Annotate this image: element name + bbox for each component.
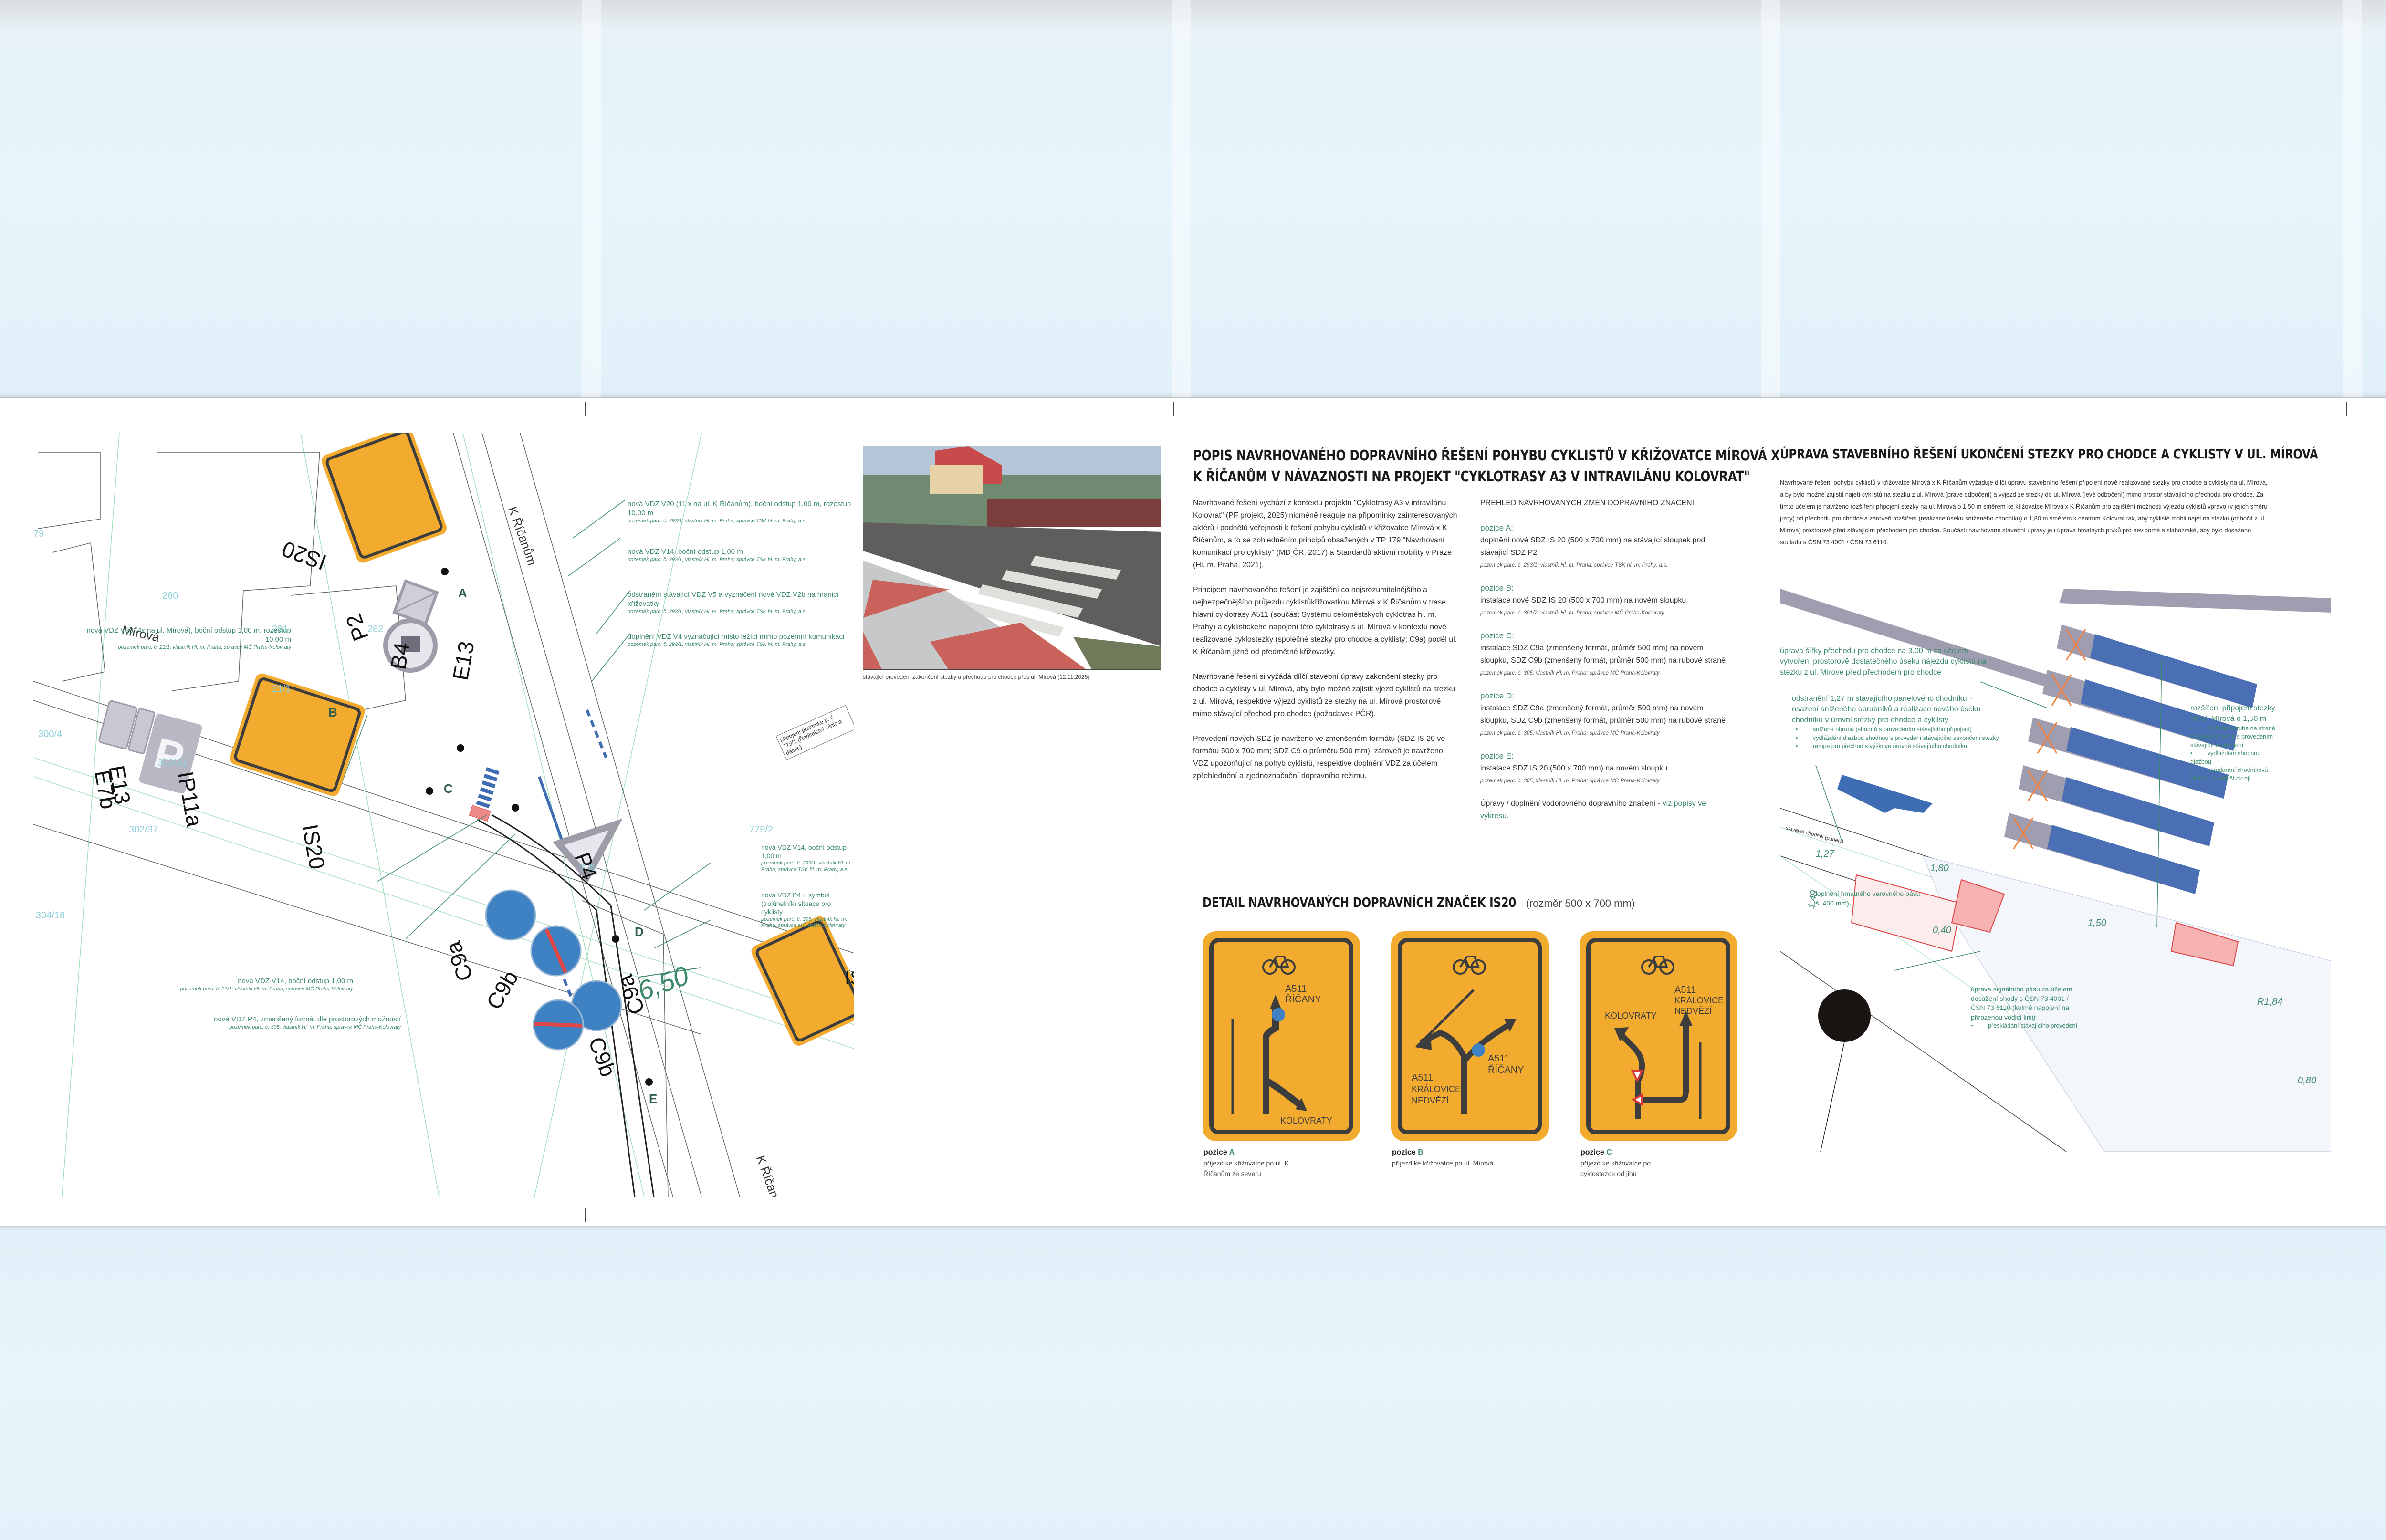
is20-detail-heading: DETAIL NAVRHOVANÝCH DOPRAVNÍCH ZNAČEK IS… (1203, 895, 1635, 910)
construction-detail-drawing: úprava šířky přechodu pro chodce na 3,00… (1780, 589, 2331, 1152)
svg-text:ŘÍČANY: ŘÍČANY (1285, 994, 1321, 1005)
position-e: E (649, 1092, 658, 1106)
description-text: Navrhované řešení vychází z kontextu pro… (1193, 499, 1457, 780)
extend-path-list: snížená obruba na straně vozovky (shodně… (2190, 725, 2281, 783)
dimension: 1,27 (1816, 849, 1834, 859)
parcel-number: 304/18 (36, 910, 65, 921)
is20-caption-c: pozice C příjezd ke křižovatce po cyklos… (1580, 1148, 1651, 1177)
svg-text:A511: A511 (1285, 984, 1307, 994)
dimension: 1,50 (2088, 918, 2106, 928)
sign-label-is20: IS20 (845, 968, 854, 989)
is20-caption-a: pozice A příjezd ke křižovatce po ul. K … (1203, 1148, 1289, 1177)
svg-text:A511: A511 (1674, 985, 1696, 995)
sign-label-b4: B4 (385, 640, 415, 672)
position-c: C (444, 781, 453, 796)
parcel-number: 21/1 (272, 684, 291, 694)
parcel-number: 302/31 (157, 758, 187, 768)
dimension: 0,40 (1933, 925, 1951, 936)
map-linework: P (33, 433, 854, 1197)
photo-caption: stávající provedení zakončení stezky u p… (863, 674, 1090, 680)
position-item: pozice D: instalace SDZ C9a (zmenšený fo… (1480, 691, 1726, 736)
annotation: nová VDZ V14, boční odstup 1,00 m pozeme… (761, 843, 852, 873)
dimension: 1,80 (1930, 863, 1949, 874)
remove-sidewalk-list: snížená obruba (shodně s provedením stáv… (1796, 726, 2002, 751)
description-title: POPIS NAVRHOVANÉHO DOPRAVNÍHO ŘEŠENÍ POH… (1193, 447, 1780, 485)
parcel-number: 779/2 (749, 824, 774, 835)
is20-sign-a-graphic: A511 ŘÍČANY KOLOVRATY (1231, 956, 1332, 1125)
parcel-number: 282 (367, 624, 384, 635)
sign-changes-overview: PŘEHLED NAVRHOVANÝCH ZMĚN DOPRAVNÍHO ZNA… (1480, 497, 1728, 822)
annotation: nová VDZ V20 (11 x na ul. K Říčanům), bo… (628, 500, 851, 524)
annotation-tactile-strip: doplnění hmatného varovného pásu (š. 400… (1813, 890, 1920, 907)
dimension: 0,80 (2298, 1075, 2316, 1086)
svg-text:KRÁLOVICE: KRÁLOVICE (1674, 996, 1724, 1005)
fold-mark (1173, 402, 1174, 416)
drawing-sheet: P 280 281 282 79 21/1 300/4 302/31 302/3… (0, 397, 2386, 1227)
annotation-extend-path: rozšíření připojení stezky na ul. Mírová… (2190, 703, 2281, 783)
svg-text:NEDVĚZÍ: NEDVĚZÍ (1412, 1096, 1449, 1105)
svg-text:ŘÍČANY: ŘÍČANY (1488, 1064, 1524, 1075)
position-item: pozice E: instalace SDZ IS 20 (500 x 700… (1480, 751, 1668, 784)
parcel-number: 79 (33, 529, 44, 539)
parcel-number: 280 (162, 591, 178, 601)
svg-text:A511: A511 (1488, 1053, 1509, 1064)
svg-text:KOLOVRATY: KOLOVRATY (1280, 1116, 1332, 1125)
situation-map: P 280 281 282 79 21/1 300/4 302/31 302/3… (33, 433, 854, 1197)
parcel-number: 281 (272, 624, 288, 635)
annotation: odstranění stávající VDZ V5 a vyznačení … (628, 591, 838, 614)
position-d: D (635, 925, 644, 939)
is20-signs-row: A511 ŘÍČANY KOLOVRATY pozice A příjezd k… (1193, 931, 1737, 1177)
annotation: nová VDZ V20 (4x na ul. Mírová), boční o… (86, 626, 291, 650)
site-photo (863, 446, 1161, 670)
annotation-remove-sidewalk: odstranění 1,27 m stávajícího panelového… (1792, 694, 2002, 751)
annotation: nová VDZ P4 + symbol (trojúhelník) situa… (761, 891, 848, 929)
is20-sign-c: KOLOVRATY A511 KRÁLOVICE NEDVĚZÍ (1580, 931, 1737, 1141)
position-b: B (328, 705, 337, 719)
is20-sign-c-graphic: KOLOVRATY A511 KRÁLOVICE NEDVĚZÍ (1605, 956, 1724, 1119)
annotation: doplnění VDZ V4 vyznačující místo ležící… (628, 633, 845, 647)
dimension: R1,84 (2257, 997, 2283, 1007)
annotation: nová VDZ V14, boční odstup 1,00 m pozeme… (180, 977, 353, 992)
scanner-background (0, 1226, 2386, 1540)
parcel-number: 300/4 (38, 729, 63, 739)
fold-mark (2346, 402, 2347, 416)
position-item: pozice A: doplnění nové SDZ IS 20 (500 x… (1480, 523, 1706, 568)
construction-title: ÚPRAVA STAVEBNÍHO ŘEŠENÍ UKONČENÍ STEZKY… (1780, 446, 2318, 462)
svg-text:KRÁLOVICE: KRÁLOVICE (1412, 1084, 1461, 1094)
signal-strip-list: přeskládání stávajícího provedení (1971, 1022, 2081, 1030)
annotation-signal-strip: úprava signálního pásu za účelem dosažen… (1971, 985, 2081, 1030)
parcel-number: 305 (580, 863, 596, 873)
photo-crosswalk (863, 446, 1161, 669)
construction-panel: ÚPRAVA STAVEBNÍHO ŘEŠENÍ UKONČENÍ STEZKY… (1780, 398, 2367, 1228)
annotation: nová VDZ P4, zmenšený formát dle prostor… (214, 1015, 401, 1030)
svg-text:NEDVĚZÍ: NEDVĚZÍ (1674, 1006, 1712, 1016)
is20-sign-b-graphic: A511 KRÁLOVICE NEDVĚZÍ A511 ŘÍČANY (1412, 956, 1524, 1114)
position-a: A (458, 586, 467, 600)
annotation-crossing-width: úprava šířky přechodu pro chodce na 3,00… (1780, 647, 1987, 676)
position-item: pozice B: instalace nové SDZ IS 20 (500 … (1480, 583, 1686, 616)
fold-mark (585, 1208, 586, 1222)
is20-caption-b: pozice B příjezd ke křižovatce po ul. Mí… (1392, 1148, 1494, 1167)
annotation: nová VDZ V14, boční odstup 1,00 m pozeme… (628, 548, 807, 562)
is20-sign-b: A511 KRÁLOVICE NEDVĚZÍ A511 ŘÍČANY (1391, 931, 1549, 1141)
construction-text: Navrhované řešení pohybu cyklistů v křiž… (1780, 479, 2268, 546)
vdz-note: Úpravy / doplnění vodorovného dopravního… (1480, 800, 1706, 820)
position-item: pozice C: instalace SDZ C9a (zmenšený fo… (1480, 631, 1726, 676)
svg-text:KOLOVRATY: KOLOVRATY (1605, 1011, 1657, 1020)
description-panel: POPIS NAVRHOVANÉHO DOPRAVNÍHO ŘEŠENÍ POH… (1193, 398, 1780, 1228)
is20-sign-a: A511 ŘÍČANY KOLOVRATY (1203, 931, 1360, 1141)
fold-mark (585, 402, 586, 416)
parcel-number: 302/37 (129, 824, 158, 835)
svg-text:A511: A511 (1412, 1072, 1433, 1083)
